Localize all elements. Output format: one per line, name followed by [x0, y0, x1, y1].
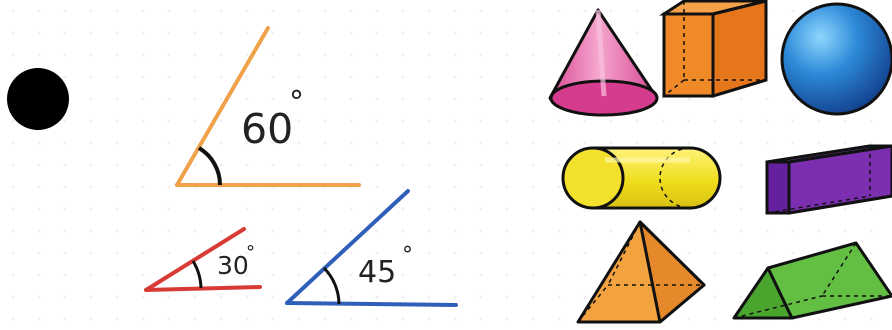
sphere-solid: [780, 2, 892, 116]
rectangular-prism-solid: [765, 144, 892, 215]
square-pyramid-solid: [576, 220, 706, 324]
angle-60: 60 °: [175, 26, 361, 187]
angle-45-label: 45: [358, 255, 396, 290]
angle-30-label: 30: [217, 251, 249, 280]
angle-45-degree: °: [402, 243, 413, 268]
angle-30-arc: [191, 260, 203, 289]
angle-30-degree: °: [246, 242, 255, 263]
cone-solid: [548, 8, 659, 117]
point-dot: [7, 68, 69, 130]
cube-solid: [658, 0, 768, 99]
angle-30-ray-top: [144, 227, 246, 292]
angle-45-ray-bottom: [285, 301, 458, 307]
angle-60-ray-top: [175, 26, 270, 187]
triangular-prism-solid: [732, 241, 892, 320]
angle-45-ray-top: [285, 189, 410, 305]
angle-60-label: 60: [241, 105, 293, 153]
angle-60-arc: [197, 146, 223, 186]
angle-45-arc: [322, 266, 341, 305]
angle-60-degree: °: [289, 85, 304, 120]
angle-45: 45 °: [285, 189, 458, 307]
cylinder-solid: [561, 146, 722, 210]
angle-30: 30 °: [144, 227, 262, 292]
angle-30-ray-bottom: [144, 285, 262, 292]
